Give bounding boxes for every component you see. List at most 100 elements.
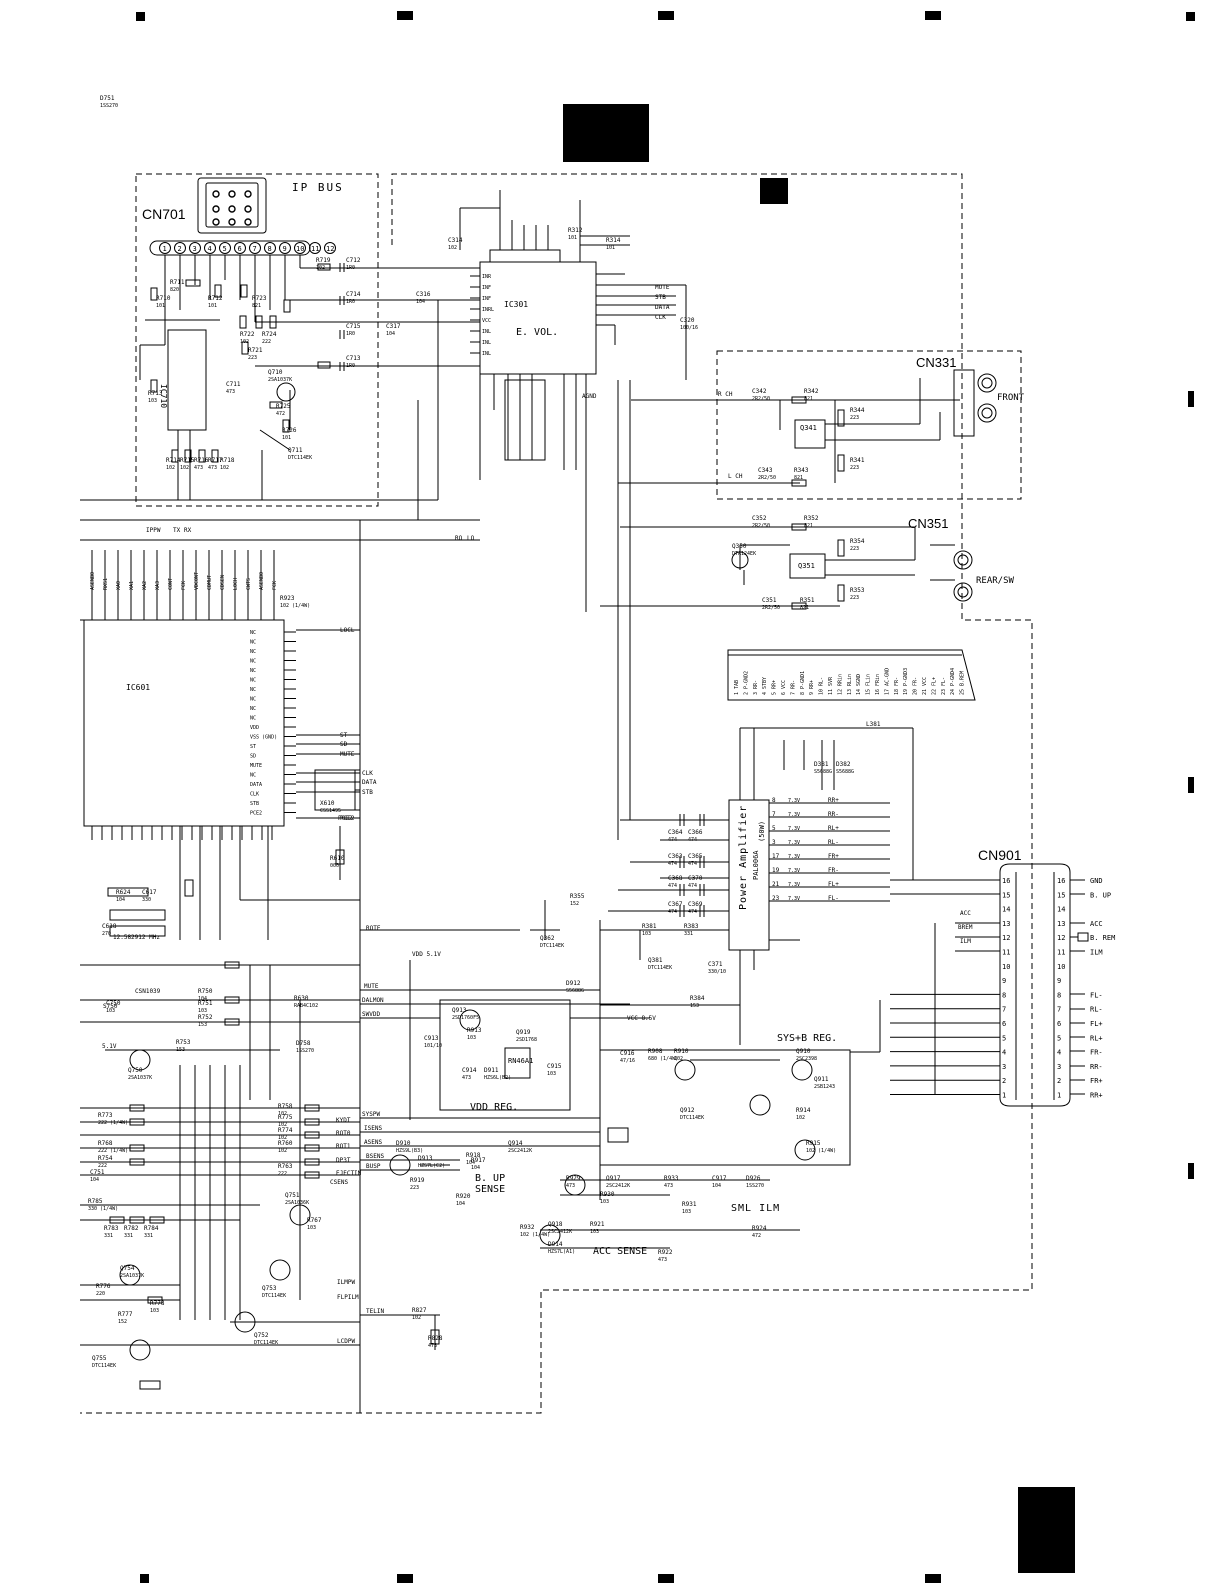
component-value: 220 [96, 1291, 105, 1297]
cn901-pin-right: 15 [1057, 891, 1065, 899]
ic601-top-pin-label: CWTS [246, 578, 252, 590]
component-value: 2SA1037K [268, 377, 292, 383]
page-corner-block [1018, 1487, 1075, 1573]
cn701-pin-number: 2 [178, 245, 182, 253]
vdd-reg-label: VDD REG. [470, 1102, 519, 1113]
component-ref: C713 [346, 355, 361, 362]
component-ref: R725 [276, 403, 291, 410]
component-value: 101 [568, 235, 577, 241]
component-ref: R630 [294, 995, 309, 1002]
ic301-pin-label: INF [482, 285, 491, 291]
component-value: 102 [412, 1315, 421, 1321]
cn901-pin-left: 4 [1002, 1049, 1006, 1057]
component-value: 152 [118, 1319, 127, 1325]
cn701-pin [279, 242, 291, 254]
pa-connector-pin-label: 4 STBY [762, 677, 768, 695]
cn901-group [890, 863, 1089, 1107]
net-label: FLPILM [337, 1294, 359, 1301]
cn701-pin [324, 242, 336, 254]
front-rear-output-group [600, 369, 997, 840]
component-ref: C751 [90, 1169, 105, 1176]
ic601-right-pin-label: NC [250, 697, 256, 703]
component-ref: R624 [116, 889, 131, 896]
component-value: 102 [278, 1135, 287, 1141]
cn901-signal-label: ILM [1090, 949, 1103, 957]
component-ref: C750 [106, 1000, 121, 1007]
component-value: 1R0 [346, 265, 355, 271]
component-value: 222 [262, 339, 271, 345]
component-ref: R920 [456, 1193, 471, 1200]
component-ref: R924 [752, 1225, 767, 1232]
component-ref: C618 [102, 923, 117, 930]
component-ref: C714 [346, 291, 361, 298]
component-ref: R722 [240, 331, 255, 338]
ic301-pin-label: INL [482, 340, 491, 346]
cn901-pin-left: 6 [1002, 1020, 1006, 1028]
crystal-frequency: 12.582912 MHz [113, 934, 160, 941]
cn701-pin-number: 6 [238, 245, 242, 253]
component-value: S5688G [836, 769, 854, 775]
component-ref: Q711 [288, 447, 303, 454]
component-value: 472 [752, 1233, 761, 1239]
component-ref: D381 [814, 761, 829, 768]
ic601-right-pin-label: DATA [250, 782, 262, 788]
component-value: 330/10 [708, 969, 726, 975]
component-value: 2SC2412K [508, 1148, 532, 1154]
cn701-pin [264, 242, 276, 254]
pa-pin-voltage: 7.3V [788, 882, 800, 888]
cn701-pin [174, 242, 186, 254]
component-ref: R723 [252, 295, 267, 302]
component-ref: R827 [412, 1307, 427, 1314]
component-ref: C370 [688, 875, 703, 882]
pa-connector-pin-label: 14 SGND [856, 674, 862, 695]
component-value: 473 [194, 465, 203, 471]
component-ref: R713 [148, 390, 163, 397]
component-ref: C366 [688, 829, 703, 836]
component-value: 101 [208, 303, 217, 309]
component-ref: C317 [386, 323, 401, 330]
component-value: 102 [278, 1148, 287, 1154]
registration-mark [1186, 12, 1195, 21]
pa-output-label: RL- [828, 839, 839, 846]
component-value: 473 [208, 465, 217, 471]
component-ref: R910 [674, 1048, 689, 1055]
cn901-signal-label: FL- [1090, 991, 1103, 999]
component-ref: R758 [278, 1103, 293, 1110]
component-ref: R715 [180, 457, 195, 464]
sml-ilm-label: SML ILM [731, 1203, 781, 1214]
pa-connector-pin-label: 25 B.REM [960, 671, 966, 695]
net-label: PCE2 [338, 815, 353, 822]
component-ref: D751 [100, 95, 115, 102]
cn701-pin-number: 11 [311, 245, 319, 253]
pa-pin-number: 21 [772, 881, 780, 888]
component-ref: CSN1039 [135, 988, 161, 995]
net-label: 5.1V [102, 1043, 117, 1050]
cn901-pin-left: 7 [1002, 1006, 1006, 1014]
component-ref: R351 [800, 597, 815, 604]
component-value: 2R2/50 [762, 605, 780, 611]
pa-pin-voltage: 7.3V [788, 868, 800, 874]
component-value: 152 [570, 901, 579, 907]
component-value: 1SS270 [296, 1048, 314, 1054]
pa-connector-pin-label: 11 SVR [828, 676, 834, 695]
component-value: 473 [428, 1343, 437, 1349]
component-value: 104 [712, 1183, 721, 1189]
component-ref: R714 [166, 457, 181, 464]
component-value: 474 [668, 861, 677, 867]
pa-connector-pin-label: 1 TAB [734, 680, 740, 695]
cn901-signal-label: B. UP [1090, 891, 1111, 899]
component-ref: R753 [176, 1039, 191, 1046]
component-value: 102 [448, 245, 457, 251]
component-ref: C351 [762, 597, 777, 604]
net-label: VDD 5.1V [412, 951, 441, 958]
component-ref: Q755 [92, 1355, 107, 1362]
component-value: 223 [850, 546, 859, 552]
component-value: 2R2/50 [752, 523, 770, 529]
net-label: SWVDD [362, 1011, 380, 1018]
cn901-pin-right: 3 [1057, 1063, 1061, 1071]
component-value: 473 [226, 389, 235, 395]
cn901-pin-left: 1 [1002, 1092, 1006, 1100]
component-ref: R775 [278, 1114, 293, 1121]
cn901-pin-right: 13 [1057, 920, 1065, 928]
net-label: KYDT [336, 1117, 351, 1124]
